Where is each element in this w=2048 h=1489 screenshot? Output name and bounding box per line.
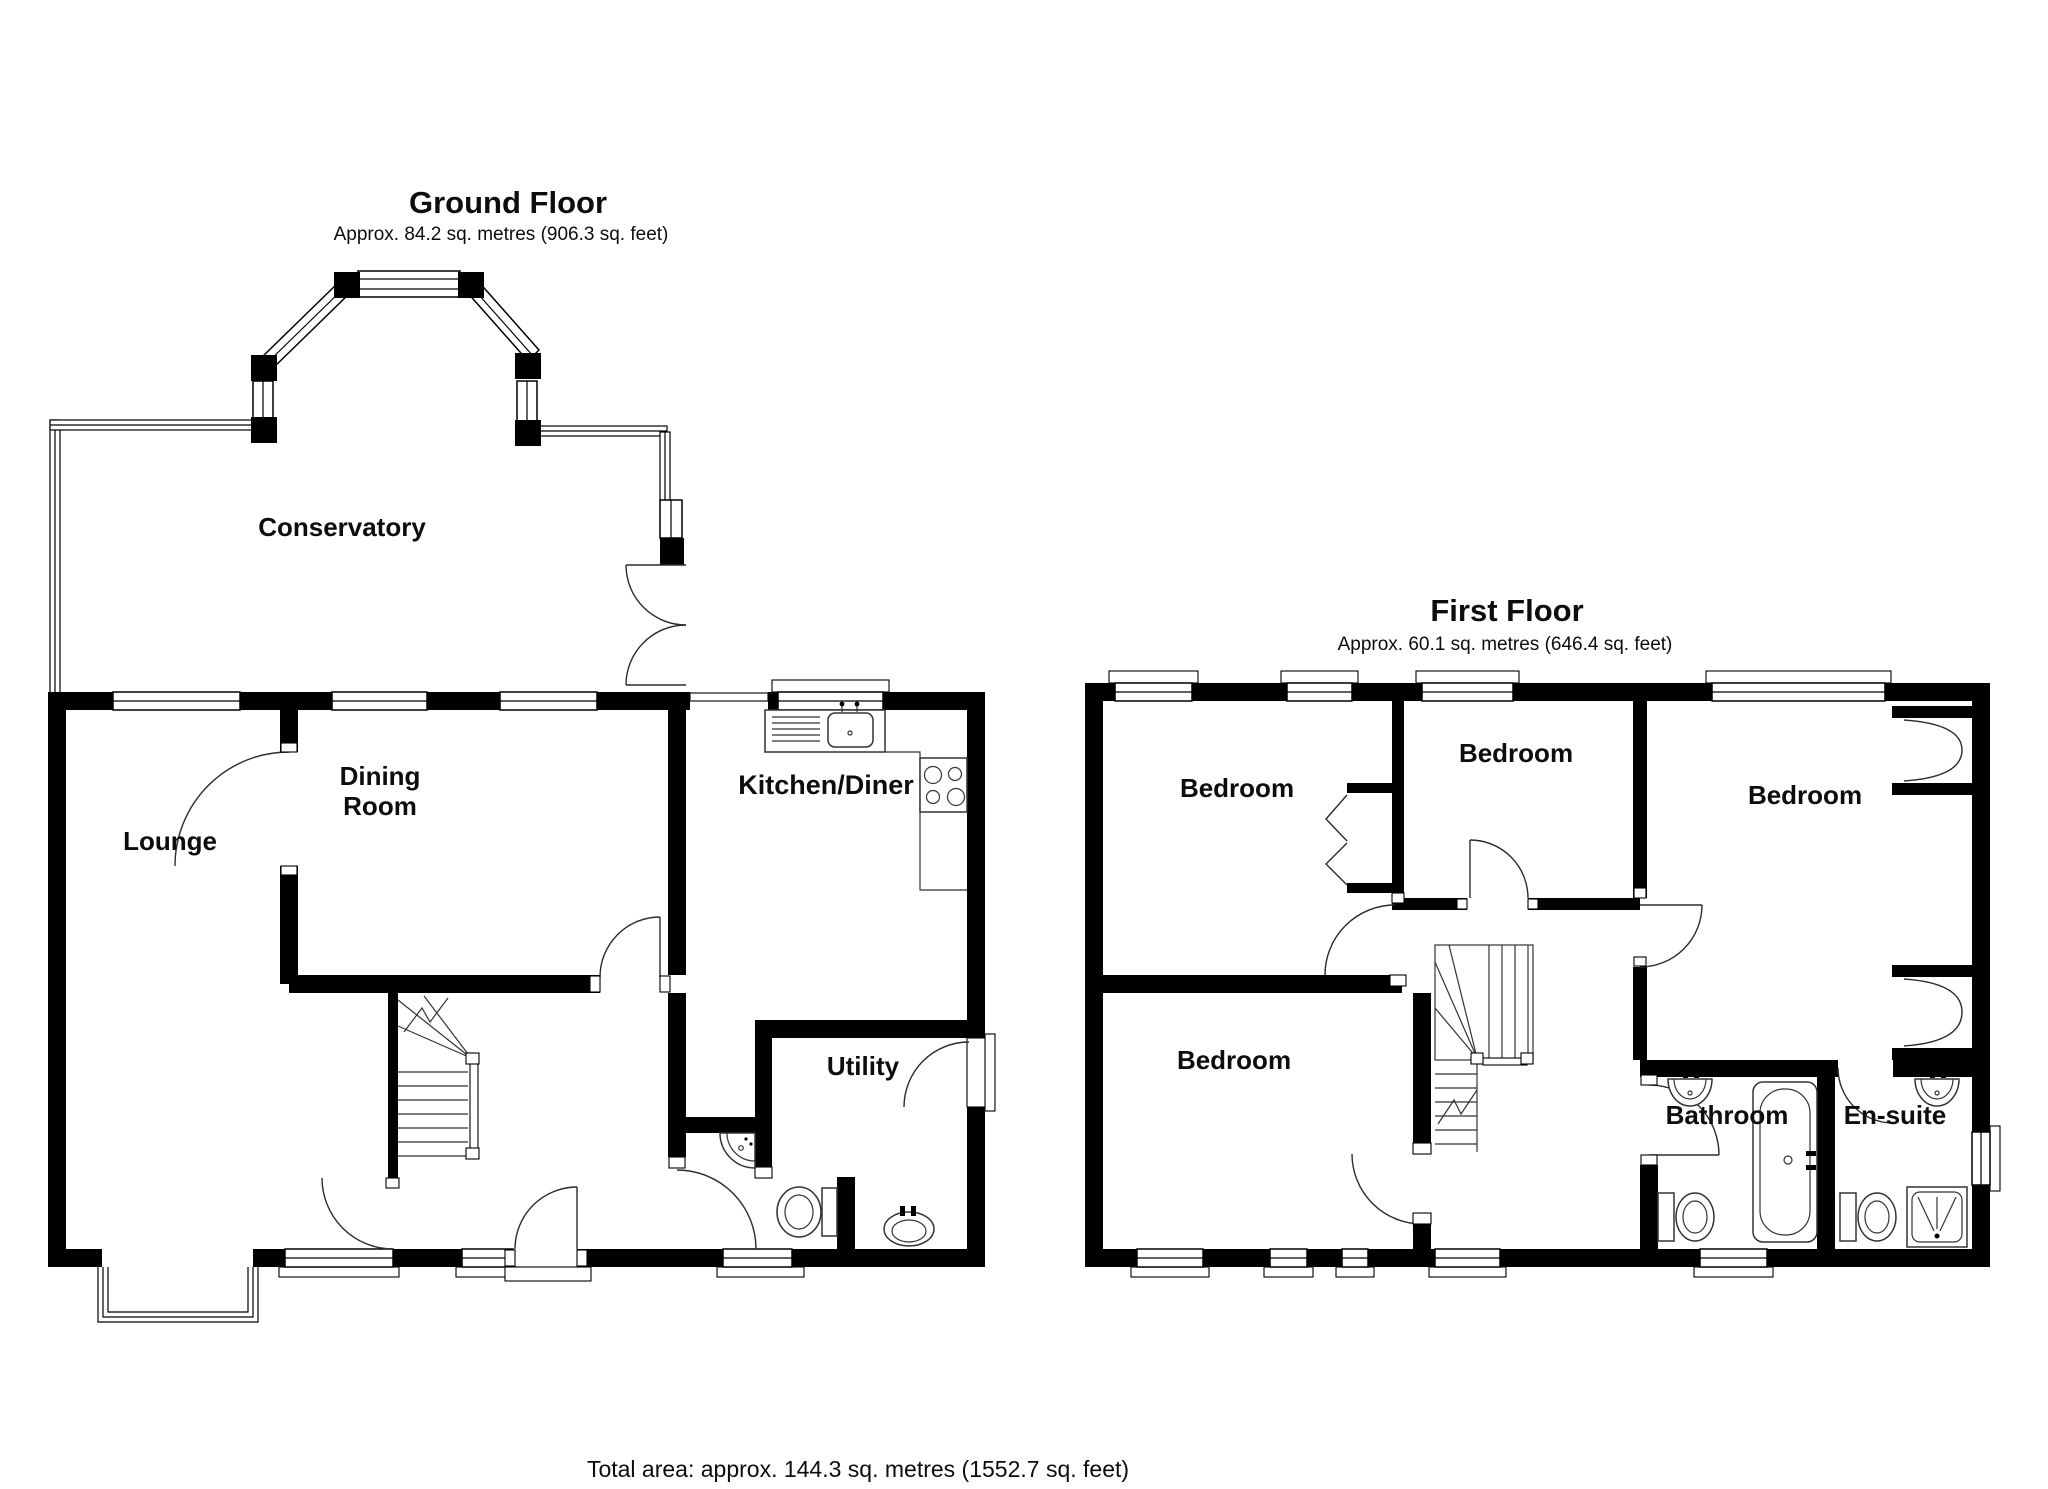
shower-icon [1906, 1186, 1968, 1248]
room-label-lounge: Lounge [123, 826, 217, 856]
ground-floor-plan: Ground Floor Approx. 84.2 sq. metres (90… [48, 185, 996, 1323]
room-label-kitchen: Kitchen/Diner [738, 770, 914, 800]
kitchen-sink-icon [764, 701, 886, 753]
closet-bifold-icon [1325, 794, 1348, 886]
bathroom-door [1648, 1084, 1720, 1156]
ensuite-basin-icon [1914, 1069, 1960, 1107]
front-door-step [504, 1266, 592, 1282]
utility-basin-icon [883, 1206, 935, 1247]
conservatory-structure [49, 270, 687, 701]
first-floor-subtitle: Approx. 60.1 sq. metres (646.4 sq. feet) [1338, 634, 1673, 655]
room-label-conservatory: Conservatory [258, 512, 426, 542]
first-floor-title: First Floor [1430, 593, 1583, 628]
kitchen-counter [885, 751, 967, 891]
bathtub-icon [1752, 1081, 1818, 1243]
first-floor-windows [1108, 670, 2001, 1278]
bedroom-right-door [1639, 904, 1703, 968]
first-floor-walls [1085, 683, 1990, 1267]
staircase-first-icon [1434, 944, 1534, 1152]
front-door [504, 1186, 592, 1282]
toilet-bathroom-icon [1657, 1192, 1715, 1242]
ground-floor-windows [112, 679, 890, 1278]
room-label-ensuite: En-suite [1844, 1100, 1947, 1130]
hall-lounge-door-arc [321, 1177, 394, 1250]
conservatory-opening-threshold [689, 692, 769, 702]
ensuite-door-arc [1837, 1067, 1894, 1124]
toilet-ground-icon [776, 1186, 838, 1238]
room-label-dining-1: Dining [340, 761, 421, 791]
ground-floor-walls [48, 692, 985, 1267]
wardrobe-doors-bottom-icon [1903, 978, 1963, 1047]
back-door [903, 1033, 996, 1112]
bedroom-front-door-arc [1324, 904, 1396, 976]
staircase-ground-icon [397, 995, 480, 1160]
room-label-dining-2: Room [343, 791, 417, 821]
room-label-bedroom-back: Bedroom [1177, 1045, 1291, 1075]
conservatory-double-door [625, 564, 687, 686]
room-label-bedroom-front: Bedroom [1180, 773, 1294, 803]
corner-basin-icon [719, 1132, 756, 1169]
bedroom-back-door-arc [1351, 1153, 1423, 1225]
bay-window-top [357, 270, 461, 298]
ground-door-frames [280, 742, 773, 1267]
bedroom-middle-door [1469, 839, 1529, 899]
room-label-bedroom-middle: Bedroom [1459, 738, 1573, 768]
room-label-bedroom-right: Bedroom [1748, 780, 1862, 810]
first-floor-plan: First Floor Approx. 60.1 sq. metres (646… [1085, 593, 2001, 1278]
wc-door-arc [676, 1169, 757, 1250]
hob-icon [919, 757, 968, 813]
lounge-dining-door-arc [174, 751, 290, 867]
toilet-ensuite-icon [1839, 1192, 1897, 1242]
ground-floor-title: Ground Floor [409, 185, 607, 220]
ground-floor-subtitle: Approx. 84.2 sq. metres (906.3 sq. feet) [334, 224, 669, 245]
wardrobe-doors-top-icon [1903, 719, 1963, 782]
total-area-text: Total area: approx. 144.3 sq. metres (15… [587, 1456, 1129, 1482]
room-label-utility: Utility [827, 1051, 900, 1081]
room-label-bathroom: Bathroom [1666, 1100, 1789, 1130]
dining-hall-door [599, 916, 661, 978]
bathroom-basin-icon [1667, 1069, 1713, 1107]
first-floor-door-frames [1389, 887, 1658, 1225]
lounge-bay-window [97, 1267, 259, 1323]
